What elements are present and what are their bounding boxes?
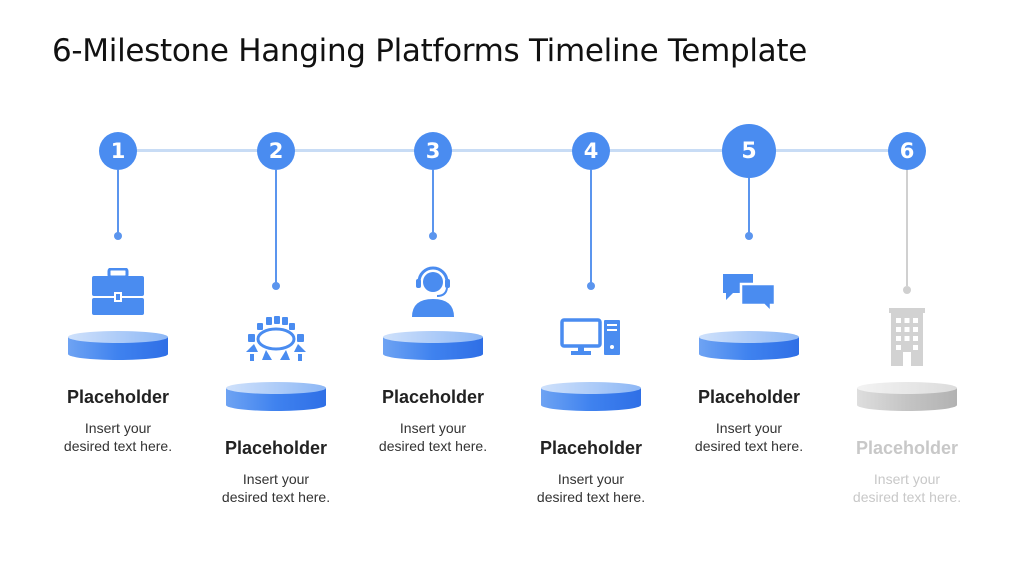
milestone-description: Insert your desired text here. <box>378 420 488 454</box>
hanging-rope <box>117 170 119 236</box>
platform <box>383 331 483 360</box>
rope-end-dot <box>745 232 753 240</box>
milestone-description: Insert your desired text here. <box>221 471 331 505</box>
platform <box>699 331 799 360</box>
milestone-2: 2 Placeholder Insert your desired text h… <box>196 0 356 576</box>
meeting-table-icon <box>244 314 308 367</box>
milestone-description: Insert your desired text here. <box>63 420 173 454</box>
hanging-rope <box>432 170 434 236</box>
headset-user-icon <box>408 266 458 323</box>
rope-end-dot <box>429 232 437 240</box>
page-title: 6-Milestone Hanging Platforms Timeline T… <box>52 33 807 69</box>
milestone-number-badge: 5 <box>722 124 776 178</box>
milestone-1: 1 Placeholder Insert your desired text h… <box>38 0 198 576</box>
hanging-rope <box>275 170 277 286</box>
milestone-description: Insert your desired text here. <box>536 471 646 505</box>
rope-end-dot <box>114 232 122 240</box>
platform <box>857 382 957 411</box>
rope-end-dot <box>272 282 280 290</box>
hanging-rope <box>590 170 592 286</box>
milestone-label: Placeholder <box>855 438 959 458</box>
milestone-6: 6 Placeholder Insert your desired text h… <box>827 0 987 576</box>
milestone-description: Insert your desired text here. <box>694 420 804 454</box>
rope-end-dot <box>587 282 595 290</box>
milestone-number-badge: 2 <box>257 132 295 170</box>
hanging-rope <box>906 170 908 286</box>
office-building-icon <box>887 308 927 371</box>
platform <box>541 382 641 411</box>
chat-bubbles-icon <box>721 271 777 318</box>
milestone-number-badge: 1 <box>99 132 137 170</box>
platform <box>226 382 326 411</box>
milestone-label: Placeholder <box>381 387 485 407</box>
desktop-computer-icon <box>560 318 622 363</box>
hanging-rope <box>748 178 750 236</box>
milestone-3: 3 Placeholder Insert your desired text h… <box>353 0 513 576</box>
milestone-number-badge: 4 <box>572 132 610 170</box>
milestone-label: Placeholder <box>66 387 170 407</box>
milestone-label: Placeholder <box>539 438 643 458</box>
milestone-label: Placeholder <box>224 438 328 458</box>
briefcase-icon <box>90 267 146 321</box>
rope-end-dot <box>903 286 911 294</box>
milestone-5: 5 Placeholder Insert your desired text h… <box>669 0 829 576</box>
milestone-4: 4 Placeholder Insert your desired text h… <box>511 0 671 576</box>
milestone-number-badge: 3 <box>414 132 452 170</box>
milestone-number-badge: 6 <box>888 132 926 170</box>
milestone-description: Insert your desired text here. <box>852 471 962 505</box>
milestone-label: Placeholder <box>697 387 801 407</box>
platform <box>68 331 168 360</box>
timeline-bar <box>118 149 908 152</box>
